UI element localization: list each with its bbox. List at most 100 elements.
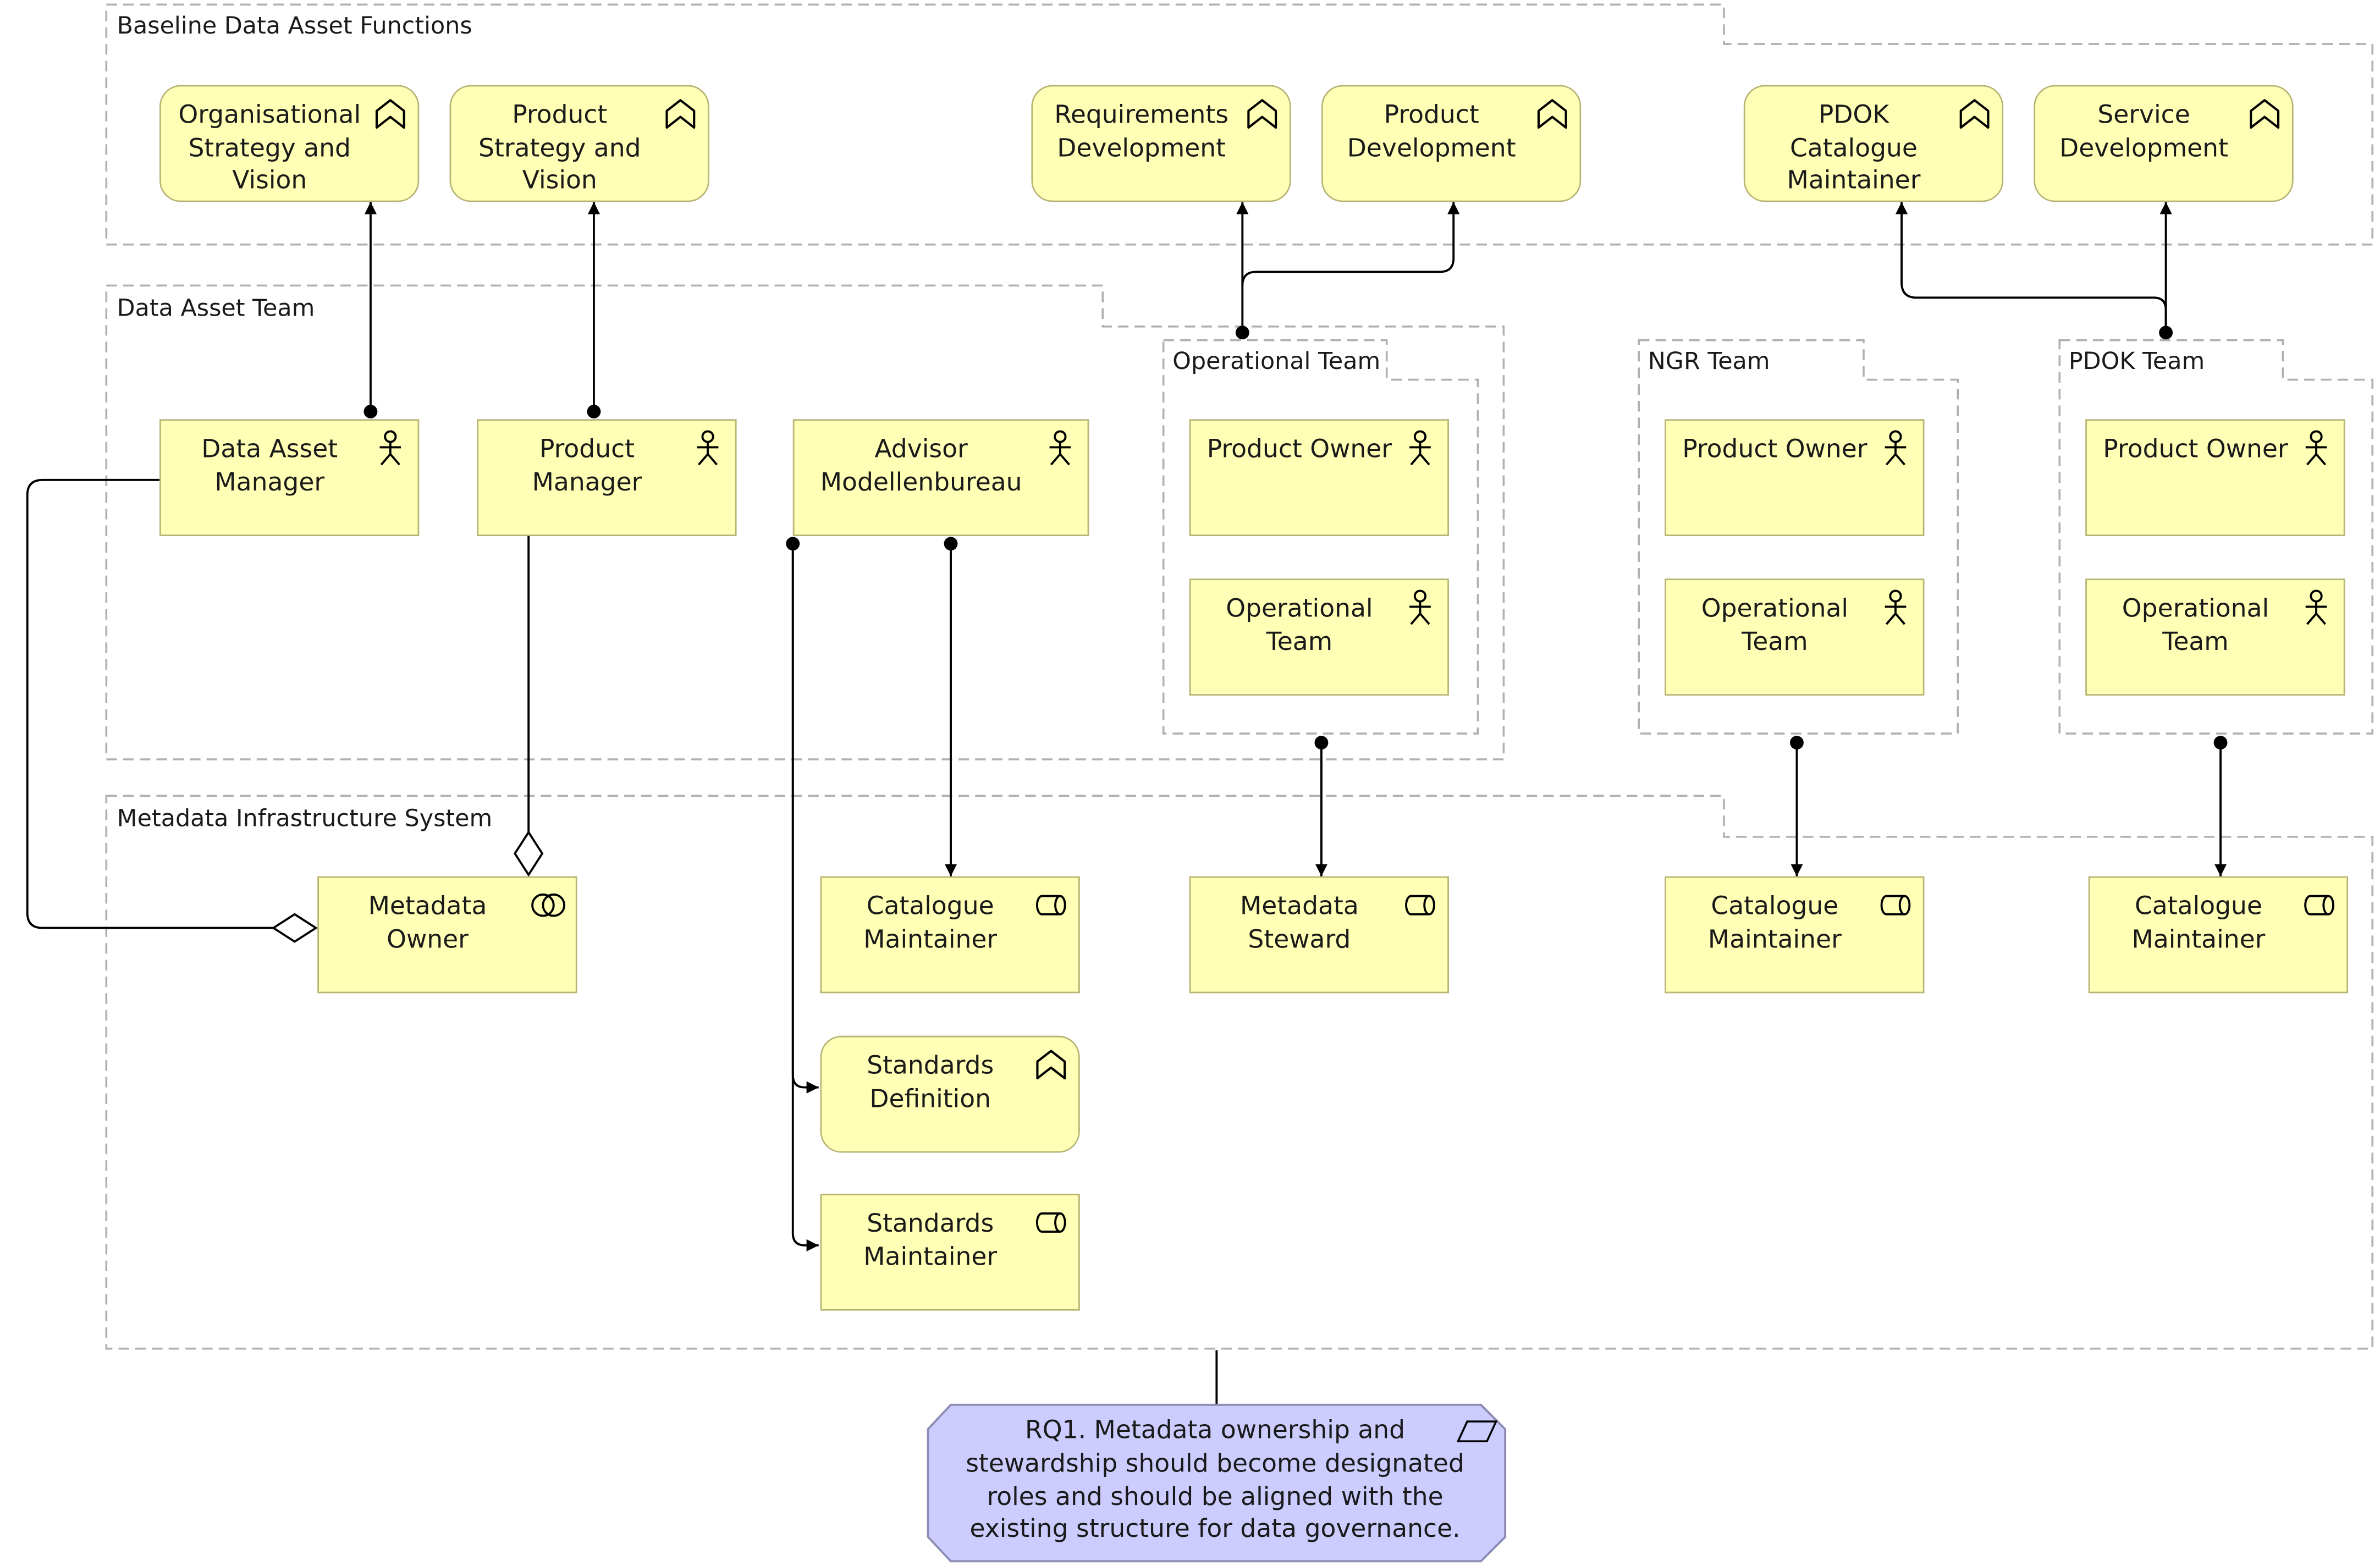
requirement-shape <box>927 1403 1507 1563</box>
element-label: Strategy and <box>478 133 641 162</box>
requirement-line: roles and should be aligned with the <box>987 1481 1444 1511</box>
requirement-line: existing structure for data governance. <box>969 1514 1461 1544</box>
element-label: Maintainer <box>1707 924 1842 953</box>
assignment-line-advisor-standards-maint <box>791 543 819 1251</box>
element-label: Strategy and <box>188 133 351 162</box>
group-frame-ngr-team <box>1638 339 1959 735</box>
relation-dot <box>363 405 378 418</box>
actor-stick-figure-icon <box>379 430 401 466</box>
element-label: Steward <box>1248 924 1351 953</box>
element-label: Operational <box>1701 593 1849 623</box>
relation-dot <box>1235 326 1249 340</box>
element-label: Catalogue <box>2134 891 2262 920</box>
relation-dot <box>944 537 958 551</box>
collaboration-circles-icon <box>531 893 566 917</box>
aggregation-line-dam-owner <box>26 478 274 929</box>
function-chevron-icon <box>665 99 696 129</box>
function-chevron-icon <box>1247 99 1277 129</box>
actor-pdok-product-owner[interactable]: Product Owner <box>2085 419 2345 536</box>
function-chevron-icon <box>1959 99 1990 129</box>
element-label: Catalogue <box>1790 133 1918 162</box>
role-cylinder-icon <box>1405 895 1435 916</box>
element-label: Metadata <box>1239 891 1359 920</box>
element-label: Manager <box>214 467 325 496</box>
element-label: Product Owner <box>2103 434 2288 464</box>
function-chevron-icon <box>2250 99 2280 129</box>
element-label: Operational <box>1226 593 1373 623</box>
actor-stick-figure-icon <box>1885 589 1907 625</box>
element-label: Manager <box>532 467 642 496</box>
element-label: Service <box>2097 100 2190 129</box>
group-frame-data-asset-team <box>105 284 1505 760</box>
actor-stick-figure-icon <box>1409 589 1431 625</box>
role-cylinder-icon <box>1035 1212 1066 1233</box>
group-title-baseline: Baseline Data Asset Functions <box>117 12 472 40</box>
group-frame-metadata-infra <box>105 795 2374 1350</box>
element-label: Product <box>1384 100 1479 129</box>
group-title-pdok-team: PDOK Team <box>2068 348 2205 376</box>
aggregation-diamond-pm <box>514 830 544 877</box>
element-label: Owner <box>387 924 469 953</box>
actor-stick-figure-icon <box>1409 430 1431 466</box>
element-label: Maintainer <box>2131 924 2266 953</box>
group-title-operational-team: Operational Team <box>1172 348 1381 376</box>
element-label: Metadata <box>368 891 487 920</box>
element-label: Team <box>2162 626 2229 655</box>
element-label: Catalogue <box>866 891 994 920</box>
function-chevron-icon <box>1036 1050 1066 1080</box>
group-title-ngr-team: NGR Team <box>1648 348 1770 376</box>
element-label: Product Owner <box>1682 434 1867 464</box>
element-label: Operational <box>2122 593 2269 623</box>
actor-stick-figure-icon <box>697 430 719 466</box>
element-label: Data Asset <box>201 434 338 464</box>
role-cylinder-icon <box>1035 895 1066 916</box>
actor-op-product-owner[interactable]: Product Owner <box>1189 419 1449 536</box>
requirement-text: RQ1. Metadata ownership and stewardship … <box>945 1414 1485 1546</box>
element-label: Standards <box>867 1051 994 1080</box>
group-frame-pdok-team <box>2058 339 2374 735</box>
actor-ngr-product-owner[interactable]: Product Owner <box>1665 419 1925 536</box>
actor-stick-figure-icon <box>2305 589 2327 625</box>
element-label: Product <box>512 100 608 129</box>
role-cylinder-icon <box>2304 895 2334 916</box>
relation-dot <box>1314 736 1329 750</box>
element-label: Team <box>1266 626 1333 655</box>
element-label: Maintainer <box>863 924 998 953</box>
relation-dot <box>786 537 800 551</box>
element-label: Organisational <box>178 100 361 129</box>
actor-stick-figure-icon <box>1049 430 1071 466</box>
actor-stick-figure-icon <box>1885 430 1907 466</box>
element-label: Development <box>1057 133 1226 162</box>
element-label: Vision <box>232 166 307 195</box>
aggregation-diamond-dam <box>271 913 318 943</box>
function-chevron-icon <box>375 99 405 129</box>
element-label: Maintainer <box>863 1241 998 1271</box>
serving-line-pdok-catalogue <box>1895 202 2167 333</box>
element-label: Advisor <box>874 434 968 464</box>
relation-dot <box>587 405 601 418</box>
serving-line-op-productdev <box>1241 202 1460 286</box>
element-label: Requirements <box>1054 100 1229 129</box>
requirement-line: stewardship should become designated <box>966 1448 1464 1477</box>
